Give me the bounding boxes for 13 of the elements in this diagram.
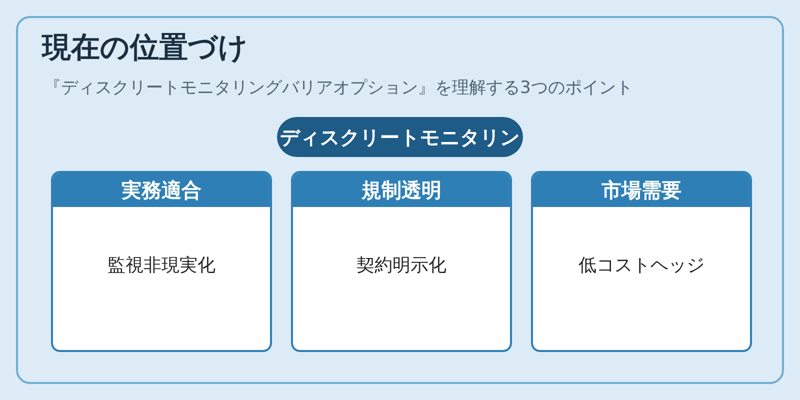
point-card bbox=[291, 171, 512, 352]
card-text: 契約明示化 bbox=[356, 255, 446, 276]
card-text: 監視非現実化 bbox=[108, 255, 216, 276]
point-card bbox=[51, 171, 272, 352]
topic-pill: ディスクリートモニタリン bbox=[277, 117, 523, 157]
point-card bbox=[531, 171, 752, 352]
panel bbox=[16, 16, 784, 384]
card-header: 実務適合 bbox=[53, 173, 270, 207]
card-header: 規制透明 bbox=[293, 173, 510, 207]
subtitle: 『ディスクリートモニタリングバリアオプション』を理解する3つのポイント bbox=[44, 77, 633, 99]
card-text: 低コストヘッジ bbox=[578, 255, 704, 276]
card-header: 市場需要 bbox=[533, 173, 750, 207]
heading: 現在の位置づけ bbox=[42, 29, 248, 66]
